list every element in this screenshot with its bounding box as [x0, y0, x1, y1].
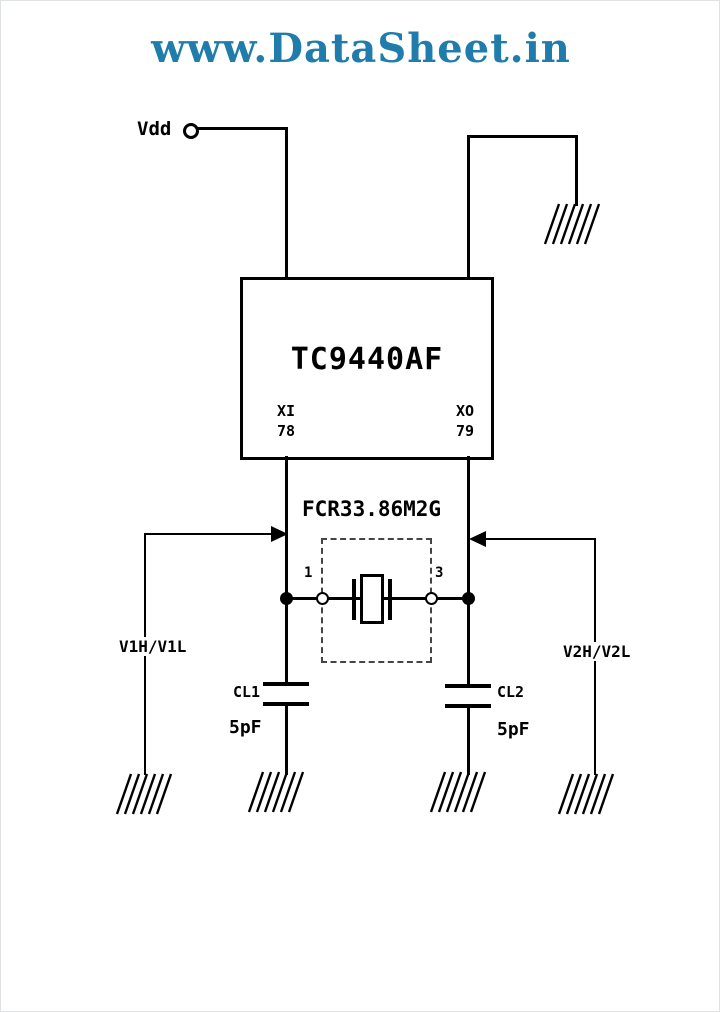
- wire-cl2-ground: [467, 708, 470, 775]
- crystal-left-plate-icon: [352, 579, 356, 620]
- wire-vdd-horizontal: [198, 127, 288, 130]
- wire-right-arrow-line: [484, 538, 596, 540]
- cl1-value-label: 5pF: [229, 717, 262, 738]
- v2-signal-label: V2H/V2L: [561, 642, 633, 661]
- ic-pin-xo-label: XO: [456, 402, 475, 420]
- wire-topright-horizontal: [467, 135, 578, 138]
- cl1-capacitor-plate2-icon: [263, 702, 309, 706]
- ic-pin-xo-number: 79: [456, 422, 475, 440]
- wire-left-arrow-line: [145, 533, 273, 535]
- crystal-right-plate-icon: [388, 579, 392, 620]
- crystal-pin3-terminal-icon: [425, 592, 438, 605]
- crystal-pin3-label: 3: [435, 565, 444, 581]
- vdd-label: Vdd: [137, 118, 172, 140]
- ic-pin-xi-number: 78: [277, 422, 296, 440]
- ground-icon: [557, 773, 615, 815]
- v1-signal-label: V1H/V1L: [117, 637, 189, 656]
- wire-cl1-ground: [285, 706, 288, 775]
- cl2-capacitor-plate2-icon: [445, 704, 491, 708]
- vdd-terminal-icon: [183, 123, 199, 139]
- cl1-capacitor-icon: [263, 682, 309, 686]
- crystal-body-icon: [360, 574, 384, 624]
- wire-ic-topright-vertical: [467, 135, 470, 278]
- ground-icon: [115, 773, 173, 815]
- ground-icon: [429, 771, 487, 813]
- right-arrowhead-icon: [469, 531, 486, 547]
- crystal-pin1-label: 1: [304, 565, 313, 581]
- wire-xi-vertical: [285, 456, 288, 683]
- ic-name-label: TC9440AF: [290, 342, 444, 377]
- wire-vdd-vertical: [285, 127, 288, 278]
- wire-topright-ground-vertical: [575, 135, 578, 206]
- junction-dot-right-icon: [462, 592, 475, 605]
- cl1-name-label: CL1: [233, 683, 261, 701]
- datasheet-watermark: www.DataSheet.in: [151, 25, 571, 72]
- cl2-value-label: 5pF: [497, 719, 530, 740]
- wire-xo-vertical: [467, 456, 470, 685]
- ground-icon: [543, 203, 601, 245]
- ic-body: [240, 277, 494, 460]
- crystal-pin1-terminal-icon: [316, 592, 329, 605]
- cl2-capacitor-icon: [445, 684, 491, 688]
- junction-dot-left-icon: [280, 592, 293, 605]
- crystal-part-number: FCR33.86M2G: [302, 497, 442, 521]
- ground-icon: [247, 771, 305, 813]
- ic-pin-xi-label: XI: [277, 402, 296, 420]
- cl2-name-label: CL2: [497, 683, 525, 701]
- left-arrowhead-icon: [271, 526, 288, 542]
